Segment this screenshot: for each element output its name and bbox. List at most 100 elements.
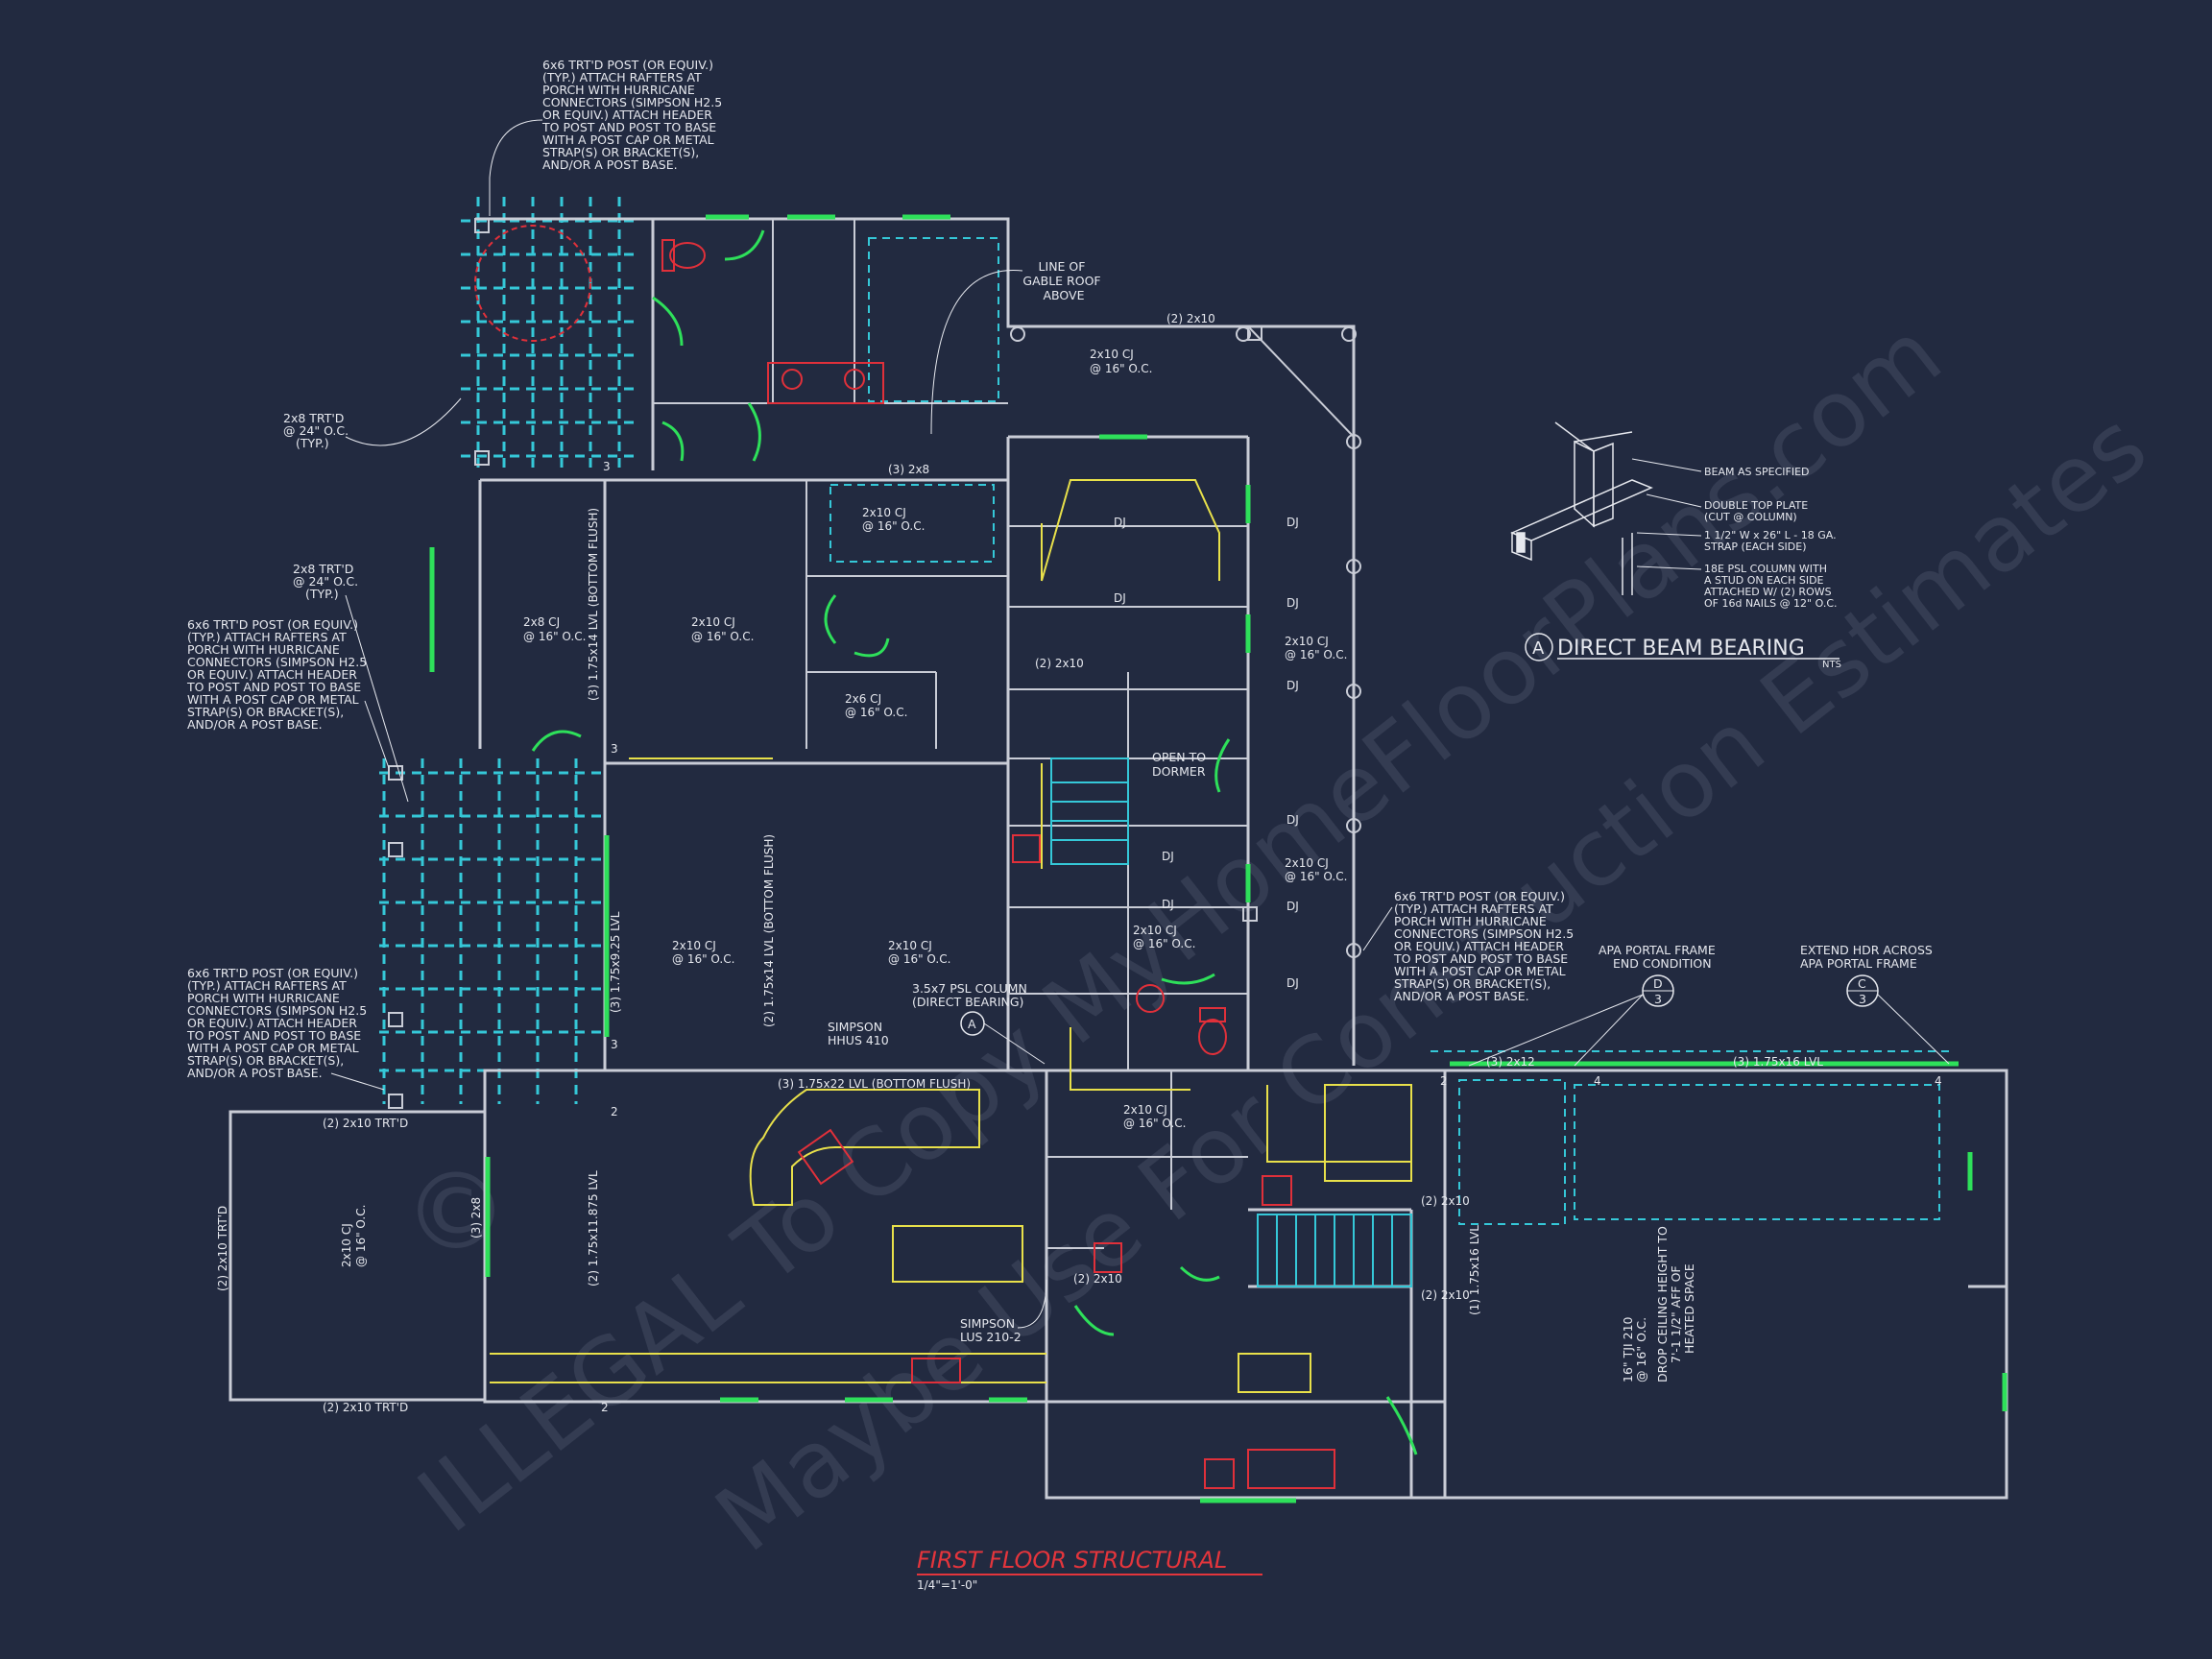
detail-tag-circle <box>1525 633 1553 661</box>
note-gable: LINE OF GABLE ROOF ABOVE <box>1022 259 1104 302</box>
vlabel-cj-oc: @ 16" O.C. <box>354 1205 368 1267</box>
grid-num-6: 4 <box>1594 1074 1601 1088</box>
watermark-copyright: © <box>403 1150 509 1273</box>
header-trtd-top: (2) 2x10 TRT'D <box>323 1117 408 1130</box>
grid-num-3: 3 <box>611 1038 618 1051</box>
header-lvl-garage: (3) 1.75x16 LVL <box>1733 1055 1823 1069</box>
cj-label-4b: @ 16" O.C. <box>691 630 754 643</box>
header-trtd-bot: (2) 2x10 TRT'D <box>323 1401 408 1414</box>
cj-label-11b: @ 16" O.C. <box>1285 870 1347 883</box>
grid-num-8: 2 <box>1440 1074 1448 1088</box>
header-2x10-k: (2) 2x10 <box>1073 1272 1122 1286</box>
cj-label-7: 2x10 CJ <box>888 939 932 952</box>
dj-label-8: DJ <box>1162 898 1174 911</box>
detail-title: DIRECT BEAM BEARING <box>1557 637 1805 661</box>
cj-label-1b: @ 16" O.C. <box>1090 362 1152 375</box>
header-2x10-mid: (2) 2x10 <box>1035 657 1084 670</box>
dj-label-2: DJ <box>1286 516 1299 529</box>
note-rafter-2: 2x8 TRT'D @ 24" O.C. (TYP.) <box>293 562 362 601</box>
cj-label-6b: @ 16" O.C. <box>672 952 734 966</box>
sheet-title-block: FIRST FLOOR STRUCTURAL 1/4"=1'-0" <box>917 1547 1262 1592</box>
note-post-mid: 6x6 TRT'D POST (OR EQUIV.) (TYP.) ATTACH… <box>186 617 371 732</box>
grid-num-4: 2 <box>611 1105 618 1118</box>
sheet-title: FIRST FLOOR STRUCTURAL <box>917 1547 1227 1574</box>
grid-num-7: 4 <box>1935 1074 1942 1088</box>
note-open-dormer: OPEN TO DORMER <box>1152 750 1210 779</box>
windows <box>429 214 2008 1503</box>
grid-num-2: 3 <box>611 742 618 756</box>
vlabel-cj: 2x10 CJ <box>340 1223 353 1267</box>
marker-d-top: D <box>1653 976 1663 991</box>
header-lvl-22: (3) 1.75x22 LVL (BOTTOM FLUSH) <box>778 1077 971 1091</box>
cj-label-8: 2x10 CJ <box>1133 924 1177 937</box>
detail-strap-callout: 1 1/2" W x 26" L - 18 GA. STRAP (EACH SI… <box>1704 529 1839 553</box>
porch-mid-rafter-grid <box>379 758 605 1104</box>
marker-c-bottom: 3 <box>1859 992 1866 1006</box>
cj-label-9: 2x10 CJ <box>1123 1103 1167 1117</box>
note-hhus: SIMPSON HHUS 410 <box>828 1020 889 1047</box>
note-post-top: 6x6 TRT'D POST (OR EQUIV.) (TYP.) ATTACH… <box>541 58 726 172</box>
detail-tag: A <box>1532 638 1545 659</box>
cj-label-7b: @ 16" O.C. <box>888 952 950 966</box>
tag-a-text: A <box>968 1017 976 1031</box>
cj-label-2b: @ 16" O.C. <box>862 519 925 533</box>
note-drop-ceiling: 16" TJI 210 @ 16" O.C. DROP CEILING HEIG… <box>1621 1222 1696 1382</box>
vlabel-trtd: (2) 2x10 TRT'D <box>216 1206 229 1291</box>
detail-plate-callout: DOUBLE TOP PLATE (CUT @ COLUMN) <box>1704 499 1812 523</box>
cj-label-4: 2x10 CJ <box>691 615 735 629</box>
plan-labels: 2x10 CJ @ 16" O.C. 2x10 CJ @ 16" O.C. 2x… <box>323 312 1942 1414</box>
detail-callouts: BEAM AS SPECIFIED DOUBLE TOP PLATE (CUT … <box>1631 458 1839 610</box>
cj-label-3b: @ 16" O.C. <box>523 630 586 643</box>
porch-top-fixture-circle <box>474 225 591 342</box>
detail-nts: NTS <box>1822 660 1841 670</box>
cj-label-5: 2x6 CJ <box>845 692 881 706</box>
grid-num-1: 3 <box>603 460 611 473</box>
detail-column-callout: 18E PSL COLUMN WITH A STUD ON EACH SIDE … <box>1704 563 1838 610</box>
porch-top-rafter-grid <box>461 197 638 470</box>
cj-label-3: 2x8 CJ <box>523 615 560 629</box>
vlabel-lvl9: (3) 1.75x9.25 LVL <box>609 911 622 1013</box>
vlabel-lvl11: (2) 1.75x11.875 LVL <box>587 1170 600 1286</box>
cj-label-9b: @ 16" O.C. <box>1123 1117 1186 1130</box>
cj-label-2: 2x10 CJ <box>862 506 906 519</box>
dj-label-7: DJ <box>1162 850 1174 863</box>
dj-label-5: DJ <box>1286 679 1299 692</box>
dj-label-6: DJ <box>1286 813 1299 827</box>
dj-label-1: DJ <box>1114 516 1126 529</box>
header-2x8: (3) 2x8 <box>888 463 929 476</box>
note-psl-column: 3.5x7 PSL COLUMN (DIRECT BEARING) <box>912 981 1031 1009</box>
header-2x10-r2: (2) 2x10 <box>1421 1288 1470 1302</box>
garage-walls <box>1443 1069 2008 1500</box>
lower-right-walls <box>1045 1400 1447 1500</box>
marker-c-top: C <box>1858 976 1866 991</box>
plumbing-fixtures <box>661 239 1335 1489</box>
vlabel-lvl16: (1) 1.75x16 LVL <box>1468 1225 1481 1315</box>
door-swings <box>531 229 1418 1455</box>
dj-label-10: DJ <box>1286 976 1299 990</box>
detail-beam-callout: BEAM AS SPECIFIED <box>1704 466 1810 478</box>
cj-label-8b: @ 16" O.C. <box>1133 937 1195 950</box>
cj-label-10b: @ 16" O.C. <box>1285 648 1347 661</box>
yellow-beams <box>490 479 1412 1393</box>
stairs <box>830 237 1954 1287</box>
note-post-right: 6x6 TRT'D POST (OR EQUIV.) (TYP.) ATTACH… <box>1393 889 1577 1003</box>
dj-label-3: DJ <box>1114 591 1126 605</box>
header-2x10-top: (2) 2x10 <box>1166 312 1215 325</box>
cj-label-10: 2x10 CJ <box>1285 635 1329 648</box>
grid-num-5: 2 <box>601 1401 609 1414</box>
note-lus: SIMPSON LUS 210-2 <box>960 1316 1022 1344</box>
header-2x10-r1: (2) 2x10 <box>1421 1194 1470 1208</box>
cj-label-11: 2x10 CJ <box>1285 856 1329 870</box>
note-extend-hdr: EXTEND HDR ACROSS APA PORTAL FRAME <box>1800 943 1936 971</box>
detail-direct-beam-bearing: BEAM AS SPECIFIED DOUBLE TOP PLATE (CUT … <box>1510 421 1841 670</box>
vlabel-lvl14b: (2) 1.75x14 LVL (BOTTOM FLUSH) <box>762 834 776 1027</box>
vertical-labels: (3) 1.75x14 LVL (BOTTOM FLUSH) (2) 1.75x… <box>216 508 1481 1315</box>
vlabel-lvl14: (3) 1.75x14 LVL (BOTTOM FLUSH) <box>587 508 600 701</box>
sheet-scale: 1/4"=1'-0" <box>917 1578 977 1592</box>
note-portal-end: APA PORTAL FRAME END CONDITION <box>1599 943 1719 971</box>
header-2x12: (3) 2x12 <box>1486 1055 1535 1069</box>
callout-notes: 6x6 TRT'D POST (OR EQUIV.) (TYP.) ATTACH… <box>186 58 1950 1382</box>
cj-label-5b: @ 16" O.C. <box>845 706 907 719</box>
dj-label-4: DJ <box>1286 596 1299 610</box>
